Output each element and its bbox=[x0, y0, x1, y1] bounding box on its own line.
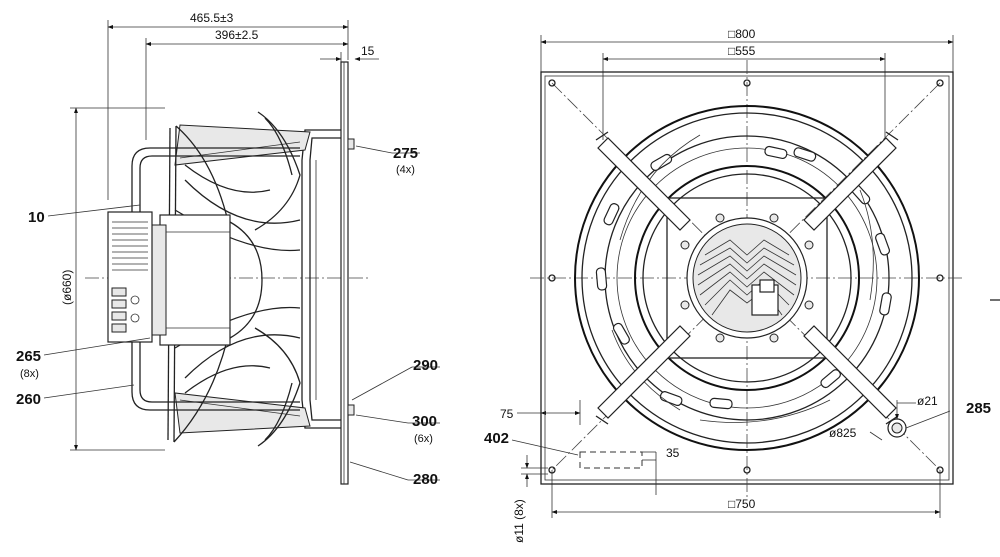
callout-275: 275 bbox=[393, 145, 418, 162]
dim-grommet-diameter: ø21 bbox=[917, 394, 938, 408]
callout-275-qty: (4x) bbox=[396, 164, 415, 176]
dim-diameter: (ø660) bbox=[60, 270, 74, 305]
callout-10: 10 bbox=[28, 209, 45, 226]
side-view: 465.5±3 396±2.5 15 (ø660) bbox=[16, 11, 440, 488]
callout-402: 402 bbox=[484, 430, 509, 447]
cooling-fins bbox=[112, 221, 148, 271]
dim-edge-offset: 75 bbox=[500, 407, 514, 421]
callout-290: 290 bbox=[413, 357, 438, 374]
dim-wheel-length: 396±2.5 bbox=[215, 28, 259, 42]
callout-280: 280 bbox=[413, 471, 438, 488]
dim-plate-size: □800 bbox=[728, 27, 756, 41]
callout-300-qty: (6x) bbox=[414, 433, 433, 445]
callout-300: 300 bbox=[412, 413, 437, 430]
dim-hole-square: □750 bbox=[728, 497, 756, 511]
callout-260: 260 bbox=[16, 391, 41, 408]
dim-flange-thickness: 15 bbox=[361, 44, 375, 58]
dim-bolt-square: □555 bbox=[728, 44, 756, 58]
dim-ring-diameter: ø825 bbox=[829, 426, 857, 440]
support-arms bbox=[595, 131, 899, 425]
dim-overall-length: 465.5±3 bbox=[190, 11, 234, 25]
mounting-holes bbox=[548, 79, 944, 474]
front-view: □800 □555 □750 75 bbox=[484, 27, 991, 543]
dim-slot-depth: 35 bbox=[666, 446, 680, 460]
blade-slots bbox=[595, 145, 892, 410]
callout-265: 265 bbox=[16, 348, 41, 365]
dim-hole-diameter: ø11 (8x) bbox=[512, 499, 526, 543]
callout-285: 285 bbox=[966, 400, 991, 417]
callout-265-qty: (8x) bbox=[20, 368, 39, 380]
